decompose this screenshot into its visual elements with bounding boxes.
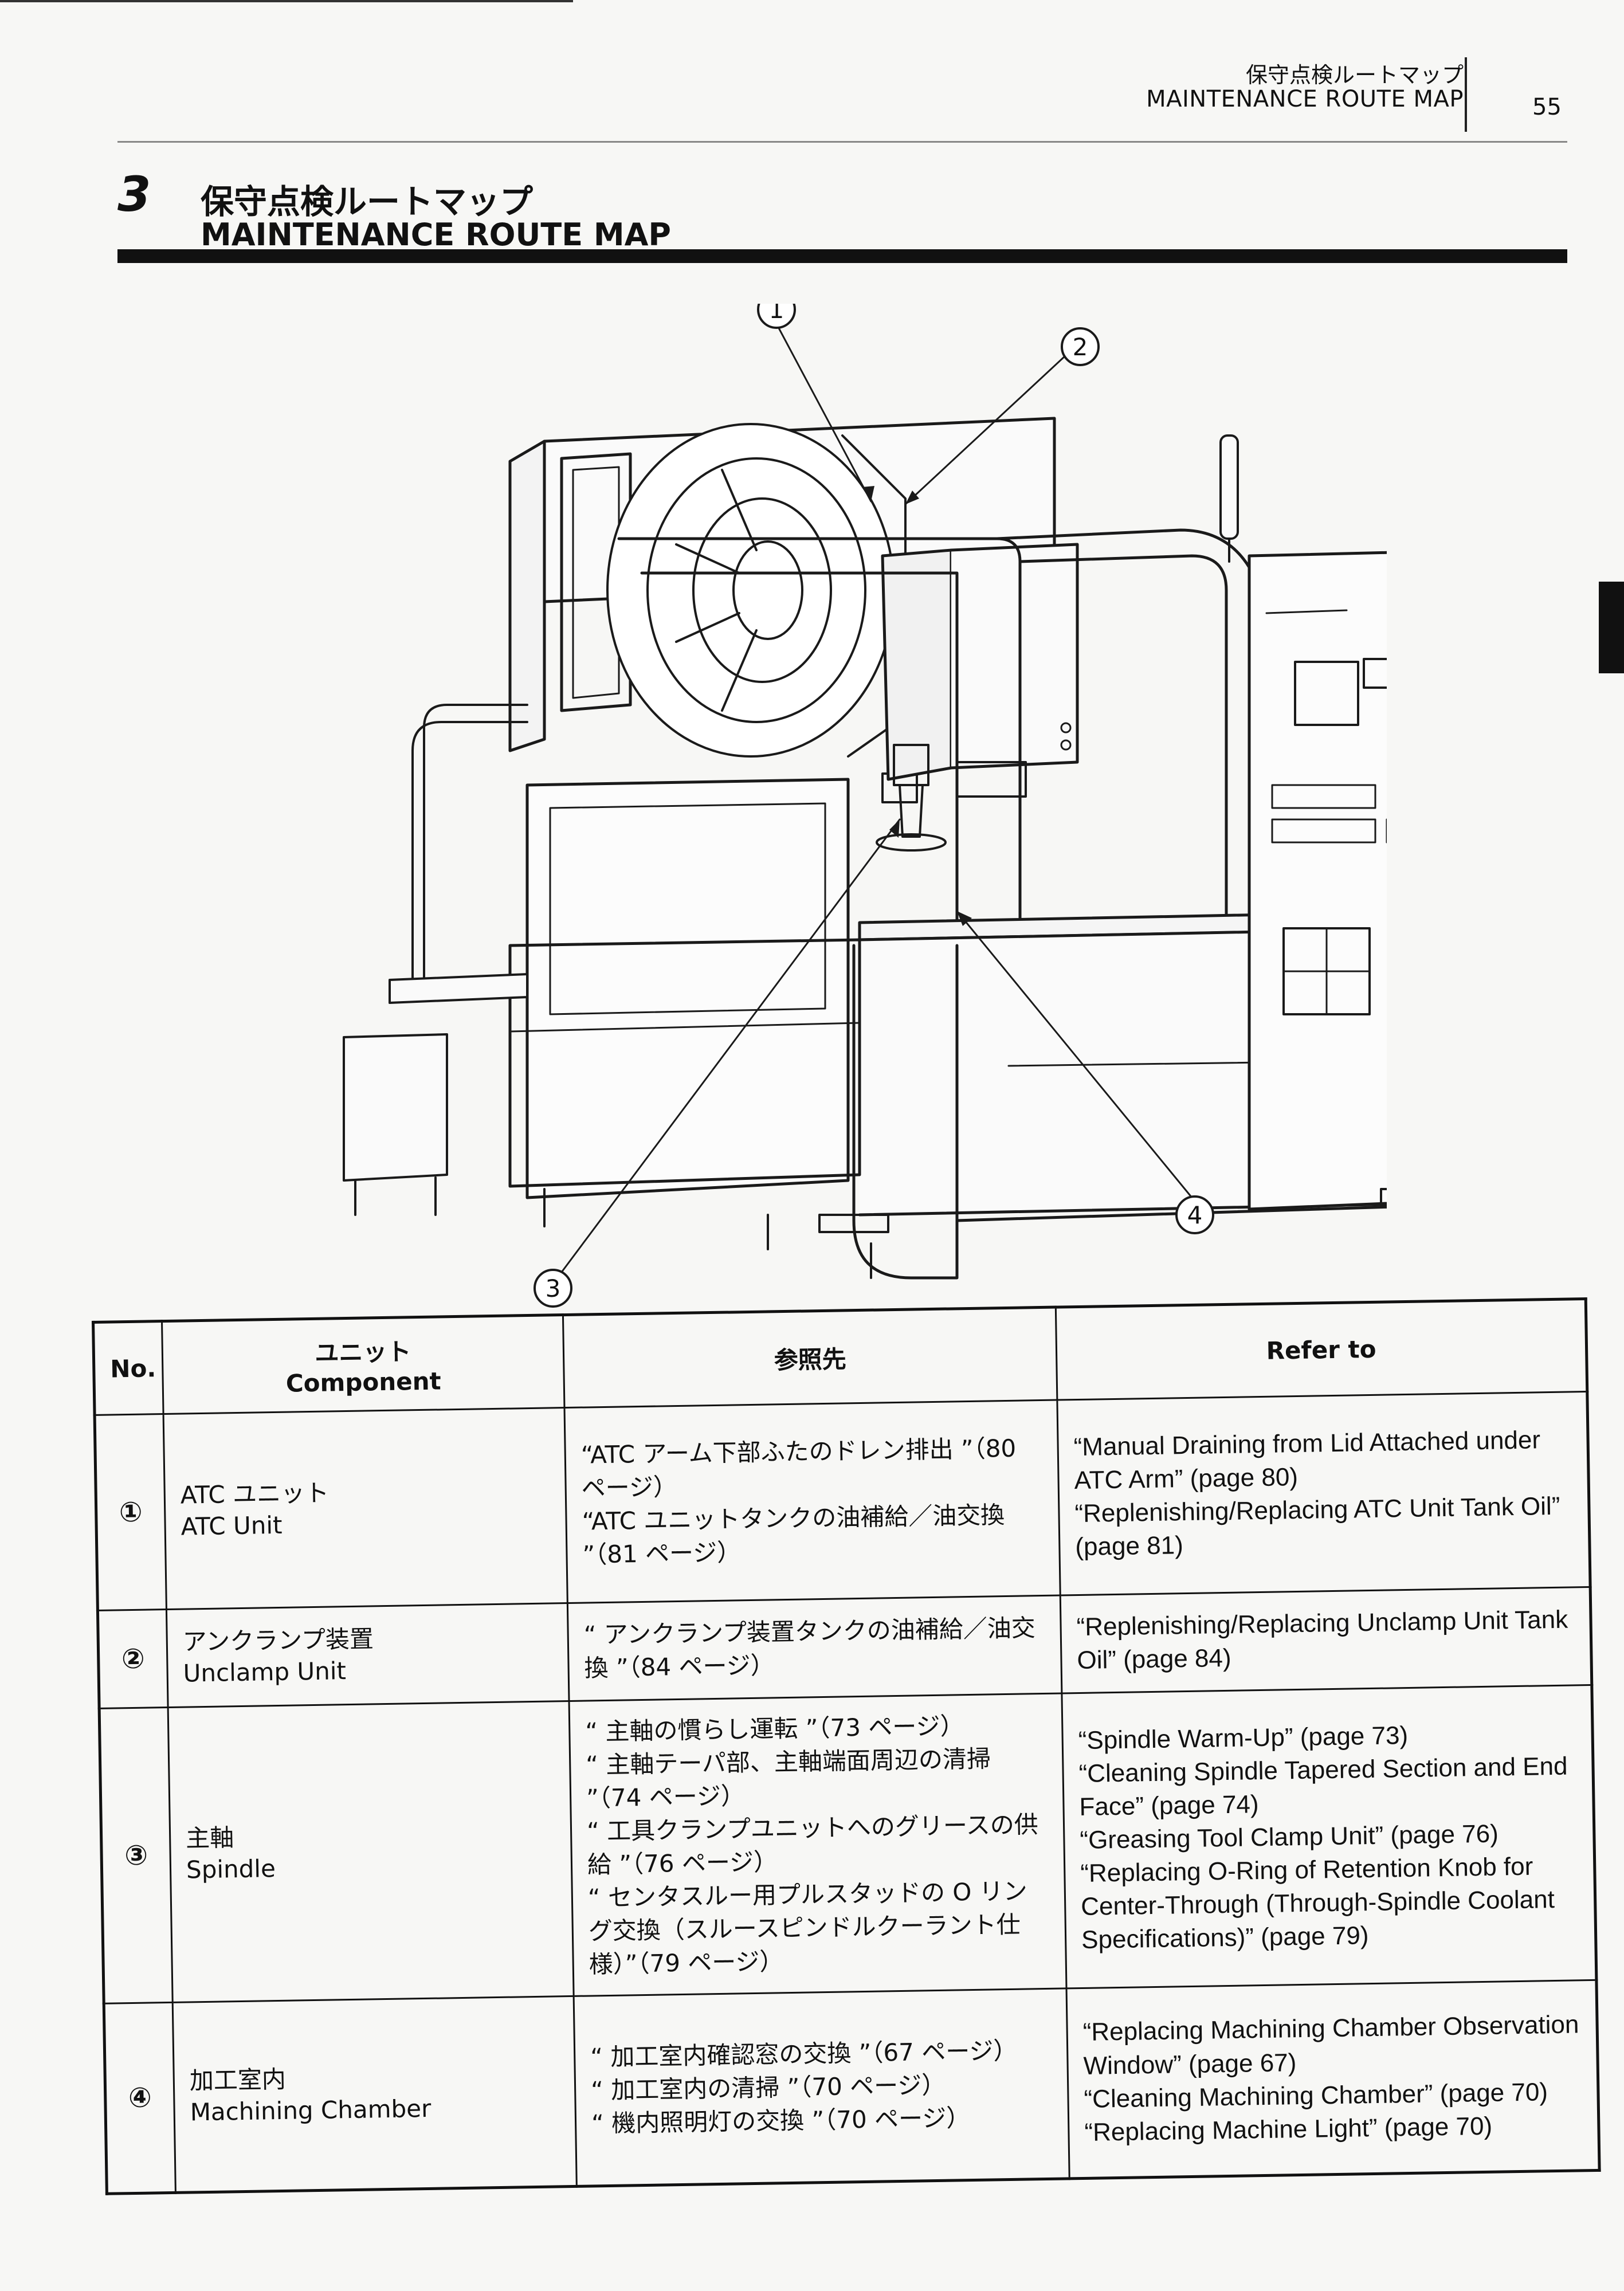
- refs-en-cell: “Manual Draining from Lid Attached under…: [1057, 1391, 1591, 1596]
- callout-2: 2: [1061, 327, 1100, 366]
- ref-en: “Cleaning Spindle Tapered Section and En…: [1078, 1752, 1568, 1821]
- component-cell: 主軸 Spindle: [168, 1701, 574, 2003]
- ref-ja: “ 工具クランプユニットへのグリースの供給 ”（76 ページ）: [586, 1810, 1039, 1879]
- ref-ja: “ アンクランプ装置タンクの油補給／油交換 ”（84 ページ）: [583, 1614, 1036, 1682]
- table-row: ④ 加工室内 Machining Chamber “ 加工室内確認窓の交換 ”（…: [104, 1980, 1600, 2194]
- top-edge-rule: [0, 0, 573, 2]
- header-component: ユニット Component: [162, 1315, 564, 1414]
- component-en: ATC Unit: [181, 1511, 283, 1541]
- signal-tower-icon: [1219, 434, 1239, 563]
- callout-3-label: 3: [546, 1274, 561, 1303]
- callout-3: 3: [534, 1269, 572, 1308]
- component-cell: 加工室内 Machining Chamber: [172, 1996, 577, 2193]
- running-header-divider: [1465, 57, 1467, 132]
- ref-en: “Replenishing/Replacing Unclamp Unit Tan…: [1076, 1605, 1568, 1675]
- operator-platform: [343, 704, 769, 1250]
- ref-ja: “ 主軸テーパ部、主軸端面周辺の清掃 ”（74 ページ）: [585, 1744, 991, 1813]
- row-number: ②: [97, 1609, 168, 1709]
- section-number: 3: [117, 166, 151, 222]
- section-title-ja: 保守点検ルートマップ: [201, 182, 534, 221]
- ref-ja: “ センタスルー用プルスタッドの O リング交換（スルースピンドルクーラント仕様…: [587, 1877, 1028, 1979]
- row-number: ③: [99, 1707, 173, 2003]
- page-number: 55: [1532, 94, 1562, 120]
- row-number: ①: [95, 1414, 167, 1611]
- section-heading-rule: [117, 249, 1567, 263]
- refs-en-cell: “Spindle Warm-Up” (page 73) “Cleaning Sp…: [1061, 1685, 1596, 1988]
- ref-ja: “ATC アーム下部ふたのドレン排出 ”（80 ページ）: [580, 1434, 1017, 1503]
- header-refer-ja: 参照先: [563, 1307, 1057, 1408]
- refs-en-cell: “Replacing Machining Chamber Observation…: [1066, 1980, 1600, 2179]
- header-component-ja: ユニット: [315, 1337, 411, 1367]
- component-en: Machining Chamber: [190, 2094, 432, 2127]
- refs-ja-cell: “ アンクランプ装置タンクの油補給／油交換 ”（84 ページ）: [567, 1595, 1062, 1701]
- header-refer-en: Refer to: [1056, 1299, 1587, 1401]
- component-ja: 主軸: [185, 1823, 234, 1853]
- spindle-head: [876, 543, 1079, 852]
- row-number: ④: [104, 2002, 176, 2194]
- table-row: ① ATC ユニット ATC Unit “ATC アーム下部ふたのドレン排出 ”…: [95, 1391, 1591, 1611]
- control-panel-icon: [1248, 551, 1387, 1211]
- section-title-en: MAINTENANCE ROUTE MAP: [201, 217, 671, 253]
- component-cell: アンクランプ装置 Unclamp Unit: [166, 1603, 570, 1708]
- header-component-en: Component: [285, 1367, 441, 1398]
- callout-1: 1: [757, 304, 796, 329]
- machining-center-illustration: 1 2 3 4: [343, 304, 1387, 1308]
- component-en: Unclamp Unit: [183, 1657, 347, 1688]
- refs-en-cell: “Replenishing/Replacing Unclamp Unit Tan…: [1060, 1587, 1592, 1693]
- component-ja: 加工室内: [189, 2065, 287, 2095]
- ref-ja: “ATC ユニットタンクの油補給／油交換 ”（81 ページ）: [582, 1501, 1005, 1569]
- ref-ja: “ 機内照明灯の交換 ”（70 ページ）: [591, 2103, 971, 2138]
- refs-ja-cell: “ 主軸の慣らし運転 ”（73 ページ） “ 主軸テーパ部、主軸端面周辺の清掃 …: [569, 1693, 1067, 1996]
- header-rule: [117, 141, 1567, 143]
- running-title-ja: 保守点検ルートマップ: [1245, 62, 1464, 88]
- ref-en: “Replacing Machining Chamber Observation…: [1082, 2010, 1579, 2080]
- ref-en: “Manual Draining from Lid Attached under…: [1073, 1426, 1541, 1495]
- maintenance-table: No. ユニット Component 参照先 Refer to ① ATC ユニ…: [92, 1297, 1601, 2195]
- table-row: ③ 主軸 Spindle “ 主軸の慣らし運転 ”（73 ページ） “ 主軸テー…: [99, 1685, 1596, 2003]
- header-no: No.: [93, 1321, 164, 1415]
- component-en: Spindle: [186, 1854, 276, 1884]
- callout-4-label: 4: [1187, 1201, 1203, 1229]
- running-title-en: MAINTENANCE ROUTE MAP: [1146, 86, 1464, 112]
- ref-en: “Replacing O-Ring of Retention Knob for …: [1080, 1852, 1555, 1955]
- callout-leader-lines: [560, 323, 1193, 1273]
- callout-2-label: 2: [1073, 333, 1088, 361]
- component-ja: ATC ユニット: [180, 1478, 329, 1510]
- ref-en: “Replenishing/Replacing ATC Unit Tank Oi…: [1074, 1492, 1560, 1562]
- refs-ja-cell: “ 加工室内確認窓の交換 ”（67 ページ） “ 加工室内の清掃 ”（70 ペー…: [574, 1988, 1070, 2187]
- machine-feet: [818, 1188, 1387, 1279]
- component-cell: ATC ユニット ATC Unit: [163, 1407, 568, 1610]
- refs-ja-cell: “ATC アーム下部ふたのドレン排出 ”（80 ページ） “ATC ユニットタン…: [564, 1400, 1061, 1603]
- component-ja: アンクランプ装置: [182, 1625, 374, 1656]
- callout-4: 4: [1175, 1195, 1214, 1234]
- chapter-thumb-tab: [1599, 582, 1624, 673]
- callout-1-label: 1: [769, 304, 784, 324]
